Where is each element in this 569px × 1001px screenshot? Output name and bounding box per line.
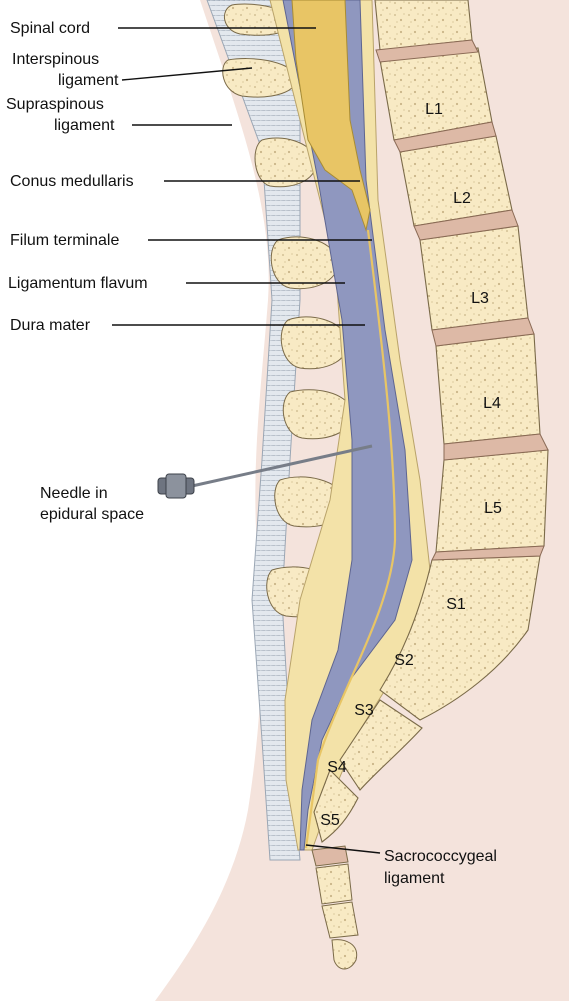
label-ligamentum-flavum: Ligamentum flavum — [8, 275, 148, 292]
label-supraspinous-2: ligament — [54, 117, 115, 134]
vertebra-label-s2: S2 — [394, 652, 414, 669]
label-sacrococcygeal-2: ligament — [384, 870, 445, 887]
label-spinal-cord: Spinal cord — [10, 20, 90, 37]
label-interspinous-1: Interspinous — [12, 51, 99, 68]
vertebra-label-s4: S4 — [327, 759, 347, 776]
label-filum-terminale: Filum terminale — [10, 232, 119, 249]
vertebra-label-l5: L5 — [484, 500, 502, 517]
vertebra-label-s3: S3 — [354, 702, 374, 719]
label-needle-1: Needle in — [40, 485, 108, 502]
vertebra-label-l2: L2 — [453, 190, 471, 207]
vertebra-label-s1: S1 — [446, 596, 466, 613]
label-supraspinous-1: Supraspinous — [6, 96, 104, 113]
label-sacrococcygeal-1: Sacrococcygeal — [384, 848, 497, 865]
vertebra-label-s5: S5 — [320, 812, 340, 829]
vertebra-label-l1: L1 — [425, 101, 443, 118]
vertebra-label-l4: L4 — [483, 395, 501, 412]
label-needle-2: epidural space — [40, 506, 144, 523]
label-interspinous-2: ligament — [58, 72, 119, 89]
vertebra-label-l3: L3 — [471, 290, 489, 307]
label-dura-mater: Dura mater — [10, 317, 91, 334]
label-conus-medullaris: Conus medullaris — [10, 173, 134, 190]
